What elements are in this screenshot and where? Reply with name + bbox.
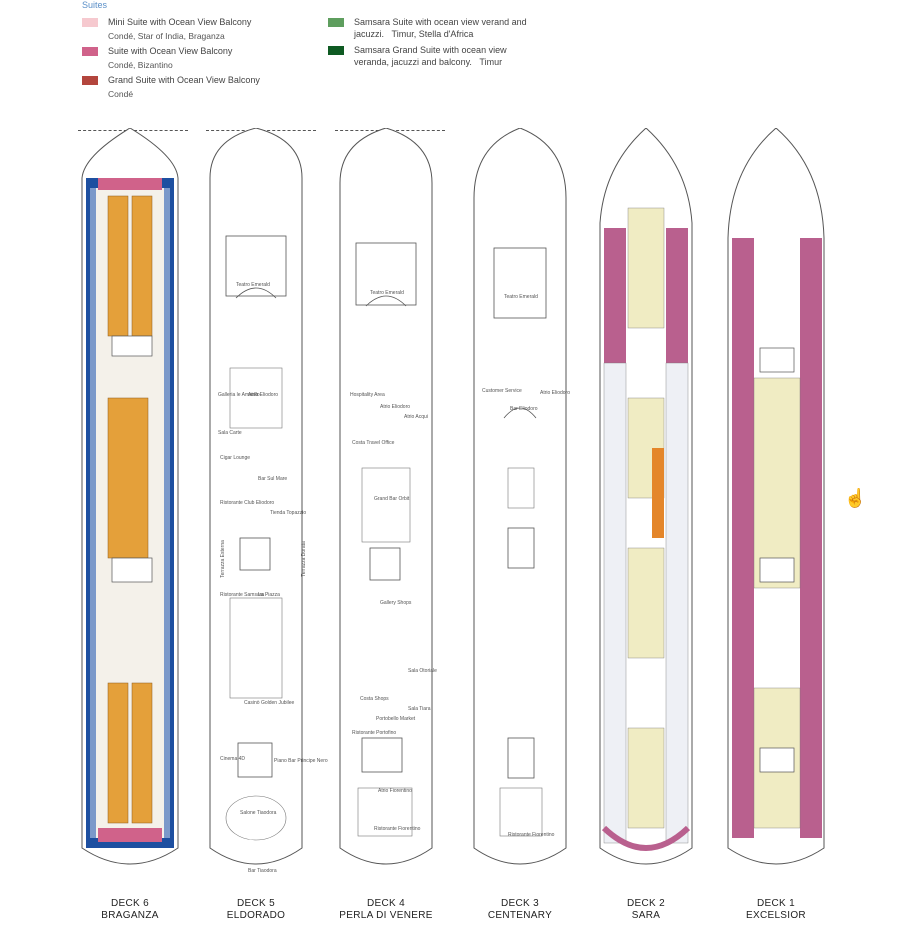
deck5-label: Bar Sul Mare xyxy=(258,476,288,482)
legend-label: Mini Suite with Ocean View Balcony xyxy=(108,17,252,27)
deck5-label: Bar Tiaodora xyxy=(248,868,277,874)
legend-item-mini-suite: Mini Suite with Ocean View Balcony xyxy=(82,16,312,28)
legend-sub: Timur, Stella d'Africa xyxy=(391,29,474,39)
deck5-label: Ristorante Samsara xyxy=(220,592,265,598)
deck-number: DECK 4 xyxy=(367,898,405,909)
deck-label-5[interactable]: DECK 5 ELDORADO xyxy=(196,898,316,922)
deck5-label: Piano Bar Principe Nero xyxy=(274,758,328,764)
legend-swatch xyxy=(328,18,344,27)
deck4-label: Atrio Eliodoro xyxy=(380,404,411,410)
deck-name: ELDORADO xyxy=(226,910,286,921)
legend-label: Grand Suite with Ocean View Balcony xyxy=(108,75,260,85)
legend-label: Samsara Suite with ocean view verand and… xyxy=(354,17,527,39)
deck4-label: Atrio Fiorentino xyxy=(378,788,412,794)
legend-item-suite: Suite with Ocean View Balcony xyxy=(82,45,312,57)
deck5-label: La Piazza xyxy=(258,592,280,598)
deck-label-6[interactable]: DECK 6 BRAGANZA xyxy=(70,898,190,922)
deck5-label: Galleria le Amarillo xyxy=(218,392,260,398)
deck5-label: Casinò Golden Jubilee xyxy=(244,700,295,706)
deck5-label: Atrio Eliodoro xyxy=(248,392,279,398)
deck2-plan[interactable] xyxy=(599,128,693,865)
deck5-label: Salone Tiaodora xyxy=(240,810,277,816)
deck-number: DECK 3 xyxy=(501,898,539,909)
deck4-label: Ristorante Portofino xyxy=(352,730,397,736)
legend-sub: Condé xyxy=(108,89,134,99)
deck3-label: Bar Eliodoro xyxy=(510,406,538,412)
deck4-label: Portobello Market xyxy=(376,716,416,722)
legend-swatch xyxy=(82,76,98,85)
hand-cursor-icon: ☝ xyxy=(844,488,867,508)
legend-label: Suite with Ocean View Balcony xyxy=(108,46,233,56)
deck4-label: Sala Tiara xyxy=(408,706,431,712)
deck-name: PERLA DI VENERE xyxy=(339,910,433,921)
legend-label: Samsara Grand Suite with ocean view vera… xyxy=(354,45,507,67)
deck4-label: Grand Bar Orbit xyxy=(374,496,410,502)
deck4-label: Ristorante Fiorentino xyxy=(374,826,421,832)
deck6-plan[interactable] xyxy=(81,128,179,865)
deck3-label: Customer Service xyxy=(482,388,522,394)
deck5-label: Ristorante Club Eliodoro xyxy=(220,500,275,506)
legend-title: Suites xyxy=(82,0,108,10)
deck4-label: Costa Travel Office xyxy=(352,440,395,446)
legend-swatch xyxy=(82,18,98,27)
legend-swatch xyxy=(328,46,344,55)
deck5-label: Cigar Lounge xyxy=(220,455,251,461)
deck-name: EXCELSIOR xyxy=(746,910,806,921)
deck-number: DECK 6 xyxy=(111,898,149,909)
deck4-label: Atrio Acqui xyxy=(404,414,428,420)
legend-sub: Condé, Star of India, Braganza xyxy=(108,31,225,41)
deck5-plan[interactable] xyxy=(209,128,303,865)
deck-label-2[interactable]: DECK 2 SARA xyxy=(586,898,706,922)
legend-item-samsara-grand-suite: Samsara Grand Suite with ocean view vera… xyxy=(328,44,538,68)
deck5-label: Terrazza Esterna xyxy=(219,540,226,578)
legend-column-right: Samsara Suite with ocean view verand and… xyxy=(328,16,538,70)
deck4-label: Sala Otoriale xyxy=(408,668,437,674)
deck5-label: Terrazza Dorata xyxy=(300,541,307,577)
deck5-label: Cinema 4D xyxy=(220,756,246,762)
legend-swatch xyxy=(82,47,98,56)
deck-plans-svg xyxy=(81,128,825,865)
deck-name: CENTENARY xyxy=(487,910,553,921)
deck3-label: Atrio Eliodoro xyxy=(540,390,571,396)
deck-name: BRAGANZA xyxy=(101,910,159,921)
deck-label-3[interactable]: DECK 3 CENTENARY xyxy=(460,898,580,922)
deck5-label: Teatro Emerald xyxy=(236,282,270,288)
deck5-label: Tienda Topazzio xyxy=(270,510,307,516)
legend-sub: Condé, Bizantino xyxy=(108,60,173,70)
deck3-label: Ristorante Fiorentino xyxy=(508,832,555,838)
deck-number: DECK 1 xyxy=(757,898,795,909)
deck1-plan[interactable] xyxy=(727,128,825,865)
deck-number: DECK 2 xyxy=(627,898,665,909)
legend-item-grand-suite: Grand Suite with Ocean View Balcony xyxy=(82,74,312,86)
deck5-label: Sala Carte xyxy=(218,430,242,436)
deck4-label: Costa Shops xyxy=(360,696,389,702)
deck3-label: Teatro Emerald xyxy=(504,294,538,300)
deck4-label: Gallery Shops xyxy=(380,600,412,606)
deck4-label: Teatro Emerald xyxy=(370,290,404,296)
deck3-plan[interactable] xyxy=(473,128,567,865)
deck4-label: Hospitality Area xyxy=(350,392,385,398)
legend-sub: Timur xyxy=(479,57,503,67)
deck-number: DECK 5 xyxy=(237,898,275,909)
deck-label-1[interactable]: DECK 1 EXCELSIOR xyxy=(716,898,836,922)
legend-item-samsara-suite: Samsara Suite with ocean view verand and… xyxy=(328,16,538,40)
deck-name: SARA xyxy=(631,910,661,921)
legend-column-left: Mini Suite with Ocean View Balcony Condé… xyxy=(82,16,312,103)
deck4-plan[interactable] xyxy=(339,128,433,865)
deck-label-4[interactable]: DECK 4 PERLA DI VENERE xyxy=(326,898,446,922)
